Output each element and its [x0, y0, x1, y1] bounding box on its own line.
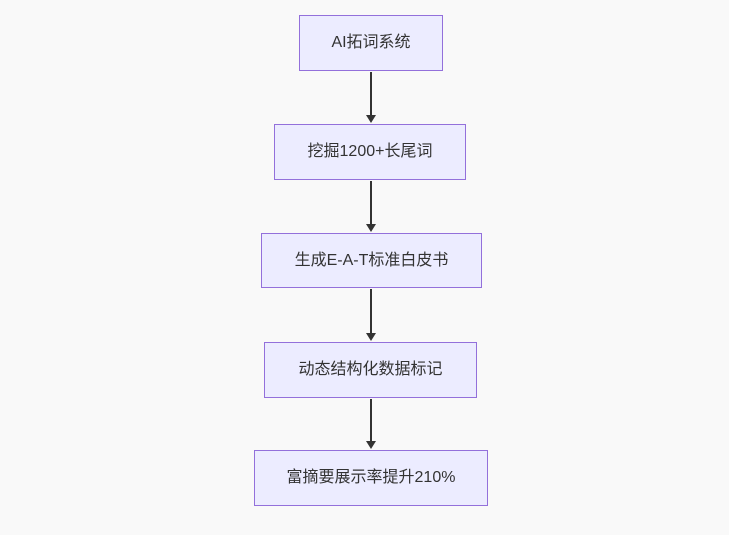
arrow-line	[370, 399, 372, 442]
flow-arrow-1-2	[365, 72, 377, 123]
flow-node-label: 生成E-A-T标准白皮书	[294, 251, 449, 269]
flow-arrow-4-5	[365, 399, 377, 449]
flow-node-label: 富摘要展示率提升210%	[286, 469, 456, 486]
arrow-line	[370, 181, 372, 225]
arrow-head-icon	[366, 224, 376, 232]
flow-node-eat-whitepaper: 生成E-A-T标准白皮书	[261, 233, 482, 288]
flow-node-longtail-keywords: 挖掘1200+长尾词	[274, 124, 466, 180]
arrow-line	[370, 289, 372, 334]
arrow-head-icon	[366, 115, 376, 123]
arrow-line	[370, 72, 372, 116]
arrow-head-icon	[366, 441, 376, 449]
flow-node-label: 挖掘1200+长尾词	[307, 143, 433, 160]
arrow-head-icon	[366, 333, 376, 341]
flow-arrow-3-4	[365, 289, 377, 341]
flow-node-structured-data: 动态结构化数据标记	[264, 342, 477, 398]
flow-arrow-2-3	[365, 181, 377, 232]
flow-node-label: 动态结构化数据标记	[298, 361, 443, 378]
flow-node-ai-word-system: AI拓词系统	[299, 15, 443, 71]
flow-node-rich-snippet-result: 富摘要展示率提升210%	[254, 450, 488, 506]
flow-node-label: AI拓词系统	[331, 34, 411, 51]
